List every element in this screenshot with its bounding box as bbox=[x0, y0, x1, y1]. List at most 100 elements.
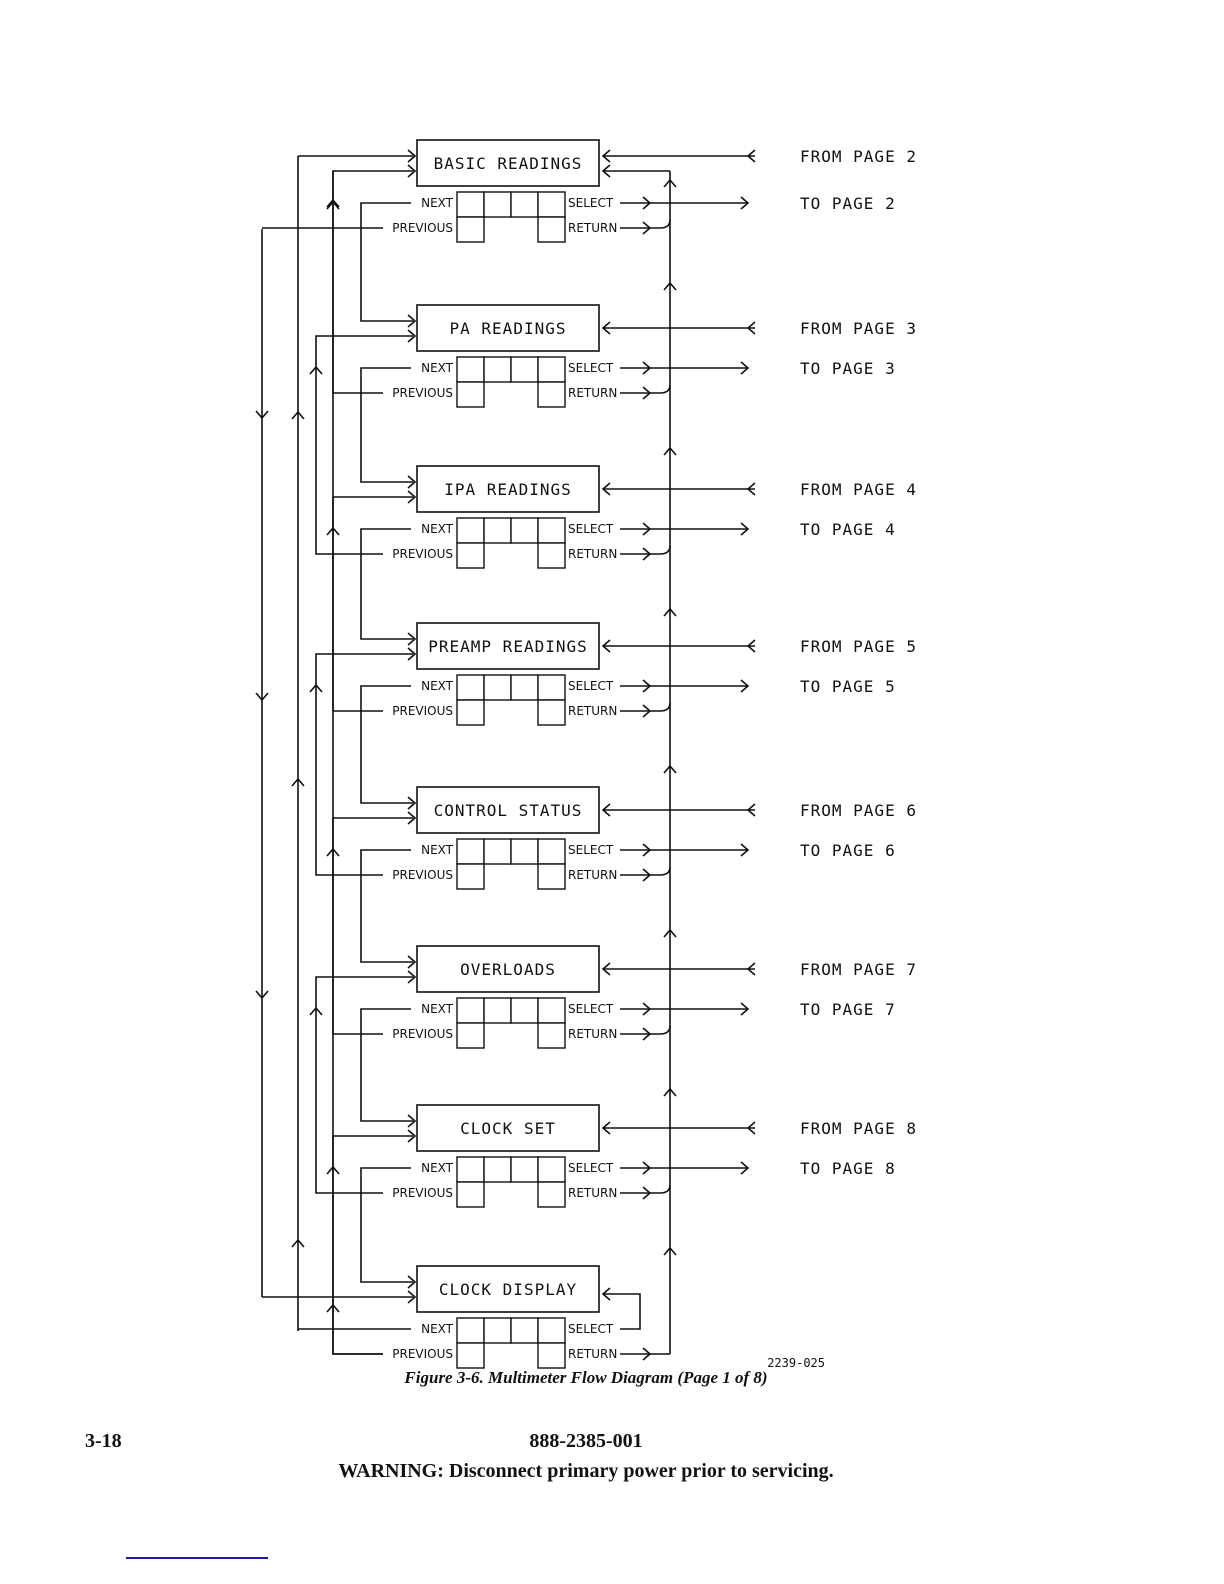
key-previous bbox=[456, 1022, 485, 1049]
arrow-up-icon bbox=[291, 410, 305, 420]
arrow-left-icon bbox=[601, 1287, 611, 1301]
next-label: NEXT bbox=[421, 1322, 454, 1336]
arrow-right-icon bbox=[642, 522, 652, 536]
key-previous bbox=[456, 863, 485, 890]
select-label: SELECT bbox=[568, 361, 614, 375]
key-return bbox=[537, 1022, 566, 1049]
from-page-label: FROM PAGE 4 bbox=[800, 480, 917, 499]
next-connector bbox=[360, 1008, 413, 1122]
key-next bbox=[456, 356, 485, 383]
arrow-left-icon bbox=[601, 482, 611, 496]
arrow-right-icon bbox=[642, 386, 652, 400]
arrow-right-icon bbox=[740, 522, 750, 536]
select-label: SELECT bbox=[568, 843, 614, 857]
return-label: RETURN bbox=[568, 1347, 617, 1361]
arrow-right-icon bbox=[407, 490, 417, 504]
next-label: NEXT bbox=[421, 1002, 454, 1016]
key-blank bbox=[510, 356, 539, 383]
select-label: SELECT bbox=[568, 1161, 614, 1175]
return-label: RETURN bbox=[568, 221, 617, 235]
key-previous bbox=[456, 1342, 485, 1369]
key-return bbox=[537, 1181, 566, 1208]
arrow-right-icon bbox=[740, 361, 750, 375]
arrow-right-icon bbox=[407, 149, 417, 163]
arrow-right-icon bbox=[407, 1129, 417, 1143]
arrow-up-icon bbox=[326, 198, 340, 208]
arrow-right-icon bbox=[407, 164, 417, 178]
previous-label: PREVIOUS bbox=[392, 1347, 453, 1361]
arrow-up-icon bbox=[309, 365, 323, 375]
from-page-label: FROM PAGE 3 bbox=[800, 319, 917, 338]
previous-connector bbox=[315, 976, 413, 1194]
screen-title: CLOCK SET bbox=[460, 1119, 556, 1138]
footer-rule bbox=[126, 1557, 268, 1559]
key-blank bbox=[510, 191, 539, 218]
previous-label: PREVIOUS bbox=[392, 386, 453, 400]
arrow-right-icon bbox=[407, 314, 417, 328]
key-blank bbox=[483, 356, 512, 383]
arrow-right-icon bbox=[407, 475, 417, 489]
from-page-label: FROM PAGE 6 bbox=[800, 801, 917, 820]
screen-title: OVERLOADS bbox=[460, 960, 556, 979]
key-blank bbox=[483, 517, 512, 544]
arrow-right-icon bbox=[407, 1275, 417, 1289]
select-label: SELECT bbox=[568, 1322, 614, 1336]
screen-box bbox=[416, 1265, 600, 1313]
screen-box bbox=[416, 786, 600, 834]
screen-title: CONTROL STATUS bbox=[434, 801, 583, 820]
arrow-right-icon bbox=[407, 955, 417, 969]
arrow-right-icon bbox=[740, 843, 750, 857]
next-label: NEXT bbox=[421, 361, 454, 375]
previous-label: PREVIOUS bbox=[392, 868, 453, 882]
key-blank bbox=[483, 838, 512, 865]
screen-title: BASIC READINGS bbox=[434, 154, 583, 173]
figure-caption: Figure 3-6. Multimeter Flow Diagram (Pag… bbox=[404, 1368, 768, 1387]
screen-box bbox=[416, 304, 600, 352]
key-select bbox=[537, 1317, 566, 1344]
document-number: 888-2385-001 bbox=[529, 1430, 643, 1452]
key-previous bbox=[456, 542, 485, 569]
key-blank bbox=[510, 517, 539, 544]
arrow-right-icon bbox=[740, 1161, 750, 1175]
arrow-left-icon bbox=[746, 962, 756, 976]
arrow-left-icon bbox=[601, 803, 611, 817]
from-page-label: FROM PAGE 7 bbox=[800, 960, 917, 979]
key-blank bbox=[510, 997, 539, 1024]
key-return bbox=[537, 381, 566, 408]
key-select bbox=[537, 997, 566, 1024]
select-label: SELECT bbox=[568, 196, 614, 210]
arrow-up-icon bbox=[309, 683, 323, 693]
clock-previous-line bbox=[332, 171, 383, 1355]
return-label: RETURN bbox=[568, 547, 617, 561]
arrow-right-icon bbox=[407, 647, 417, 661]
return-label: RETURN bbox=[568, 386, 617, 400]
screen-box bbox=[416, 622, 600, 670]
key-blank bbox=[483, 191, 512, 218]
arrow-left-icon bbox=[746, 482, 756, 496]
arrow-left-icon bbox=[601, 639, 611, 653]
to-page-label: TO PAGE 7 bbox=[800, 1000, 896, 1019]
previous-connector bbox=[315, 653, 413, 876]
next-connector bbox=[360, 685, 413, 804]
arrow-right-icon bbox=[642, 1186, 652, 1200]
next-label: NEXT bbox=[421, 679, 454, 693]
key-previous bbox=[456, 216, 485, 243]
key-select bbox=[537, 517, 566, 544]
to-page-label: TO PAGE 4 bbox=[800, 520, 896, 539]
screen-title: PREAMP READINGS bbox=[428, 637, 588, 656]
key-blank bbox=[510, 1317, 539, 1344]
return-label: RETURN bbox=[568, 1186, 617, 1200]
screen-box bbox=[416, 139, 600, 187]
select-label: SELECT bbox=[568, 1002, 614, 1016]
arrow-right-icon bbox=[642, 843, 652, 857]
select-loop bbox=[603, 1293, 641, 1330]
key-next bbox=[456, 1317, 485, 1344]
from-page-label: FROM PAGE 8 bbox=[800, 1119, 917, 1138]
return-label: RETURN bbox=[568, 1027, 617, 1041]
key-blank bbox=[483, 997, 512, 1024]
arrow-left-icon bbox=[601, 1121, 611, 1135]
key-blank bbox=[483, 1317, 512, 1344]
key-blank bbox=[483, 1156, 512, 1183]
key-select bbox=[537, 356, 566, 383]
